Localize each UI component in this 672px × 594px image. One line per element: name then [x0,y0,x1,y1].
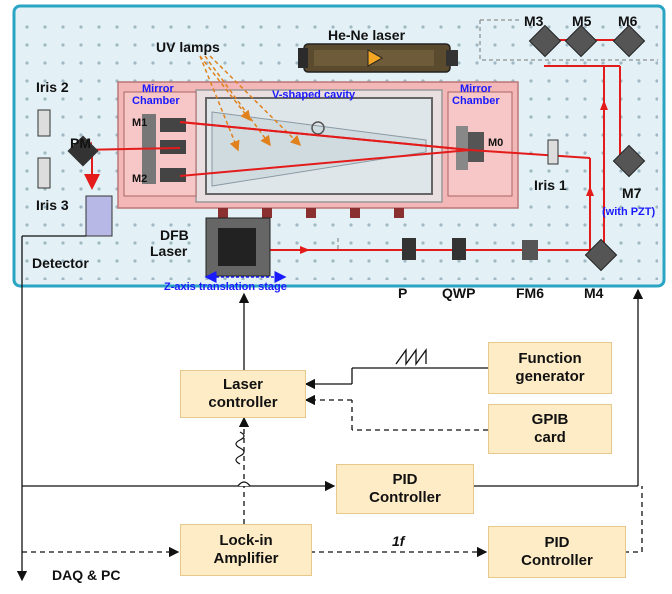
mirror-m6-mount [612,24,646,58]
mirror-m7-mount [612,144,646,178]
label-uv-lamps: UV lamps [156,39,220,55]
laser-controller-line2: controller [208,394,278,411]
laser-controller-line1: Laser [222,376,264,393]
label-one-f: 1f [392,533,406,549]
function-generator-line1: Function [518,350,582,367]
label-pm: PM [70,135,91,151]
label-iris1: Iris 1 [534,177,567,193]
lockin-line1: Lock-in [219,532,273,549]
sawtooth-symbol [395,347,427,367]
function-generator-line2: generator [515,368,585,385]
label-z-stage: Z-axis translation stage [164,281,287,293]
label-m2: M2 [132,173,147,185]
lockin-amplifier-box: Lock-in Amplifier [180,524,312,576]
label-p: P [398,285,407,301]
label-iris3: Iris 3 [36,197,69,213]
iris-2-mount [37,109,51,137]
function-generator-box: Function generator [488,342,612,394]
qwp-mount [452,238,466,260]
mirror-m3-mount [528,24,562,58]
pid-controller-2-box: PID Controller [488,526,626,578]
gpib-card-line1: GPIB [531,411,569,428]
pid2-line2: Controller [521,552,593,569]
label-m1: M1 [132,117,147,129]
modulation-symbol [235,431,245,465]
detector-body [85,195,113,237]
iris-1-mount [547,139,559,165]
label-m3: M3 [524,13,544,29]
gpib-card-box: GPIB card [488,404,612,454]
lockin-line2: Amplifier [213,550,279,567]
pid1-line1: PID [392,471,418,488]
label-detector: Detector [32,255,89,271]
label-dfb-line1: DFB [160,227,189,243]
mirror-m4-mount [584,238,618,272]
iris-3-mount [37,157,51,189]
label-m7-note: (with PZT) [602,206,655,218]
label-dfb-line2: Laser [150,243,188,259]
polarizer-mount [402,238,416,260]
label-daq: DAQ & PC [52,567,120,583]
label-cavity: V-shaped cavity [272,89,356,101]
label-m4: M4 [584,285,604,301]
label-m0: M0 [488,137,503,149]
label-iris2: Iris 2 [36,79,69,95]
gpib-card-line2: card [534,429,566,446]
pid1-line2: Controller [369,489,441,506]
label-m6: M6 [618,13,638,29]
label-m5: M5 [572,13,592,29]
label-hene-laser: He-Ne laser [328,27,406,43]
label-fm6: FM6 [516,285,544,301]
laser-controller-box: Laser controller [180,370,306,418]
label-qwp: QWP [442,285,475,301]
pid2-line1: PID [544,534,570,551]
pid-controller-1-box: PID Controller [336,464,474,514]
mirror-m5-mount [564,24,598,58]
pm-mount [67,135,99,167]
fm6-mount [522,240,538,260]
label-m7: M7 [622,185,642,201]
